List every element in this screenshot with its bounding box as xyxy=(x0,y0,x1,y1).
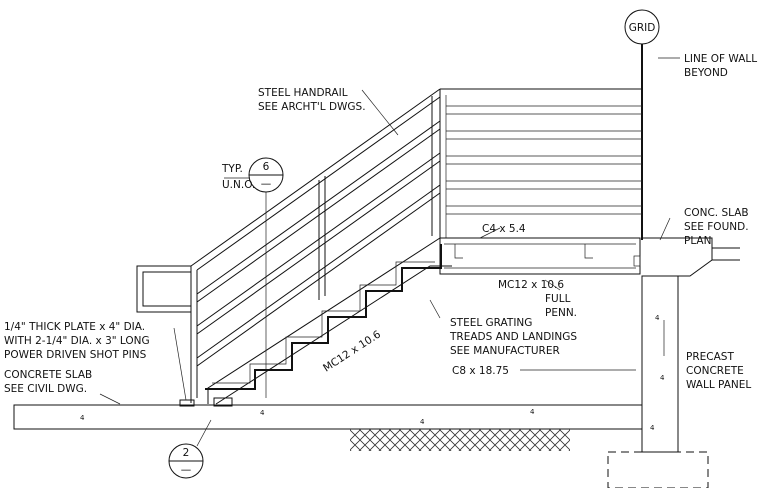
detail-bubble-bottom: 2 — xyxy=(168,419,212,479)
note-uno: U.N.O. xyxy=(222,179,255,191)
stair-stringer xyxy=(205,237,460,405)
note-mc12-landing: MC12 x 10.6 xyxy=(498,279,564,291)
note-concrete-slab-2: SEE CIVIL DWG. xyxy=(4,383,87,395)
note-full-penn-1: FULL xyxy=(545,293,571,305)
note-precast-2: CONCRETE xyxy=(686,365,744,377)
note-full-penn-2: PENN. xyxy=(545,307,577,319)
note-plate-2: WITH 2-1/4" DIA. x 3" LONG xyxy=(4,335,150,347)
note-steel-grating-2: TREADS AND LANDINGS xyxy=(449,331,577,343)
grid-bubble-label: GRID xyxy=(629,22,656,34)
leaders xyxy=(99,57,680,405)
note-concrete-slab-1: CONCRETE SLAB xyxy=(4,369,92,381)
note-line-of-wall-1: LINE OF WALL xyxy=(684,53,757,65)
note-precast-3: WALL PANEL xyxy=(686,379,751,391)
grid-bubble: GRID xyxy=(624,9,660,45)
detail-bubble-top-sheet: — xyxy=(261,178,272,190)
base-plate xyxy=(179,397,233,407)
note-typ: TYP. xyxy=(221,163,243,175)
note-conc-slab-1: CONC. SLAB xyxy=(684,207,749,219)
note-line-of-wall-2: BEYOND xyxy=(684,67,728,79)
detail-bubble-top: 6 — xyxy=(248,157,284,193)
note-steel-grating-3: SEE MANUFACTURER xyxy=(450,345,560,357)
detail-bubble-bottom-sheet: — xyxy=(181,464,192,476)
note-c4: C4 x 5.4 xyxy=(482,223,526,235)
note-conc-slab-3: PLAN xyxy=(684,235,711,247)
svg-text:4: 4 xyxy=(660,374,665,382)
svg-text:4: 4 xyxy=(80,414,85,422)
note-plate-1: 1/4" THICK PLATE x 4" DIA. xyxy=(4,321,145,333)
steel-handrail xyxy=(136,88,642,403)
svg-text:4: 4 xyxy=(260,409,265,417)
note-c8: C8 x 18.75 xyxy=(452,365,509,377)
note-precast-1: PRECAST xyxy=(686,351,734,363)
note-handrail-1: STEEL HANDRAIL xyxy=(258,87,348,99)
svg-text:4: 4 xyxy=(530,408,535,416)
detail-bubble-bottom-number: 2 xyxy=(183,447,190,459)
precast-wall: 4 4 4 xyxy=(607,237,740,488)
note-mc12-stringer: MC12 x 10.6 xyxy=(321,328,383,374)
note-handrail-2: SEE ARCHT'L DWGS. xyxy=(258,101,366,113)
note-plate-3: POWER DRIVEN SHOT PINS xyxy=(4,349,147,361)
svg-text:4: 4 xyxy=(655,314,660,322)
landing xyxy=(439,237,641,275)
svg-text:4: 4 xyxy=(650,424,655,432)
detail-bubble-top-number: 6 xyxy=(263,161,270,173)
note-conc-slab-2: SEE FOUND. xyxy=(684,221,749,233)
note-steel-grating-1: STEEL GRATING xyxy=(450,317,532,329)
concrete-slab: 4 4 4 4 xyxy=(13,404,643,451)
svg-text:4: 4 xyxy=(420,418,425,426)
